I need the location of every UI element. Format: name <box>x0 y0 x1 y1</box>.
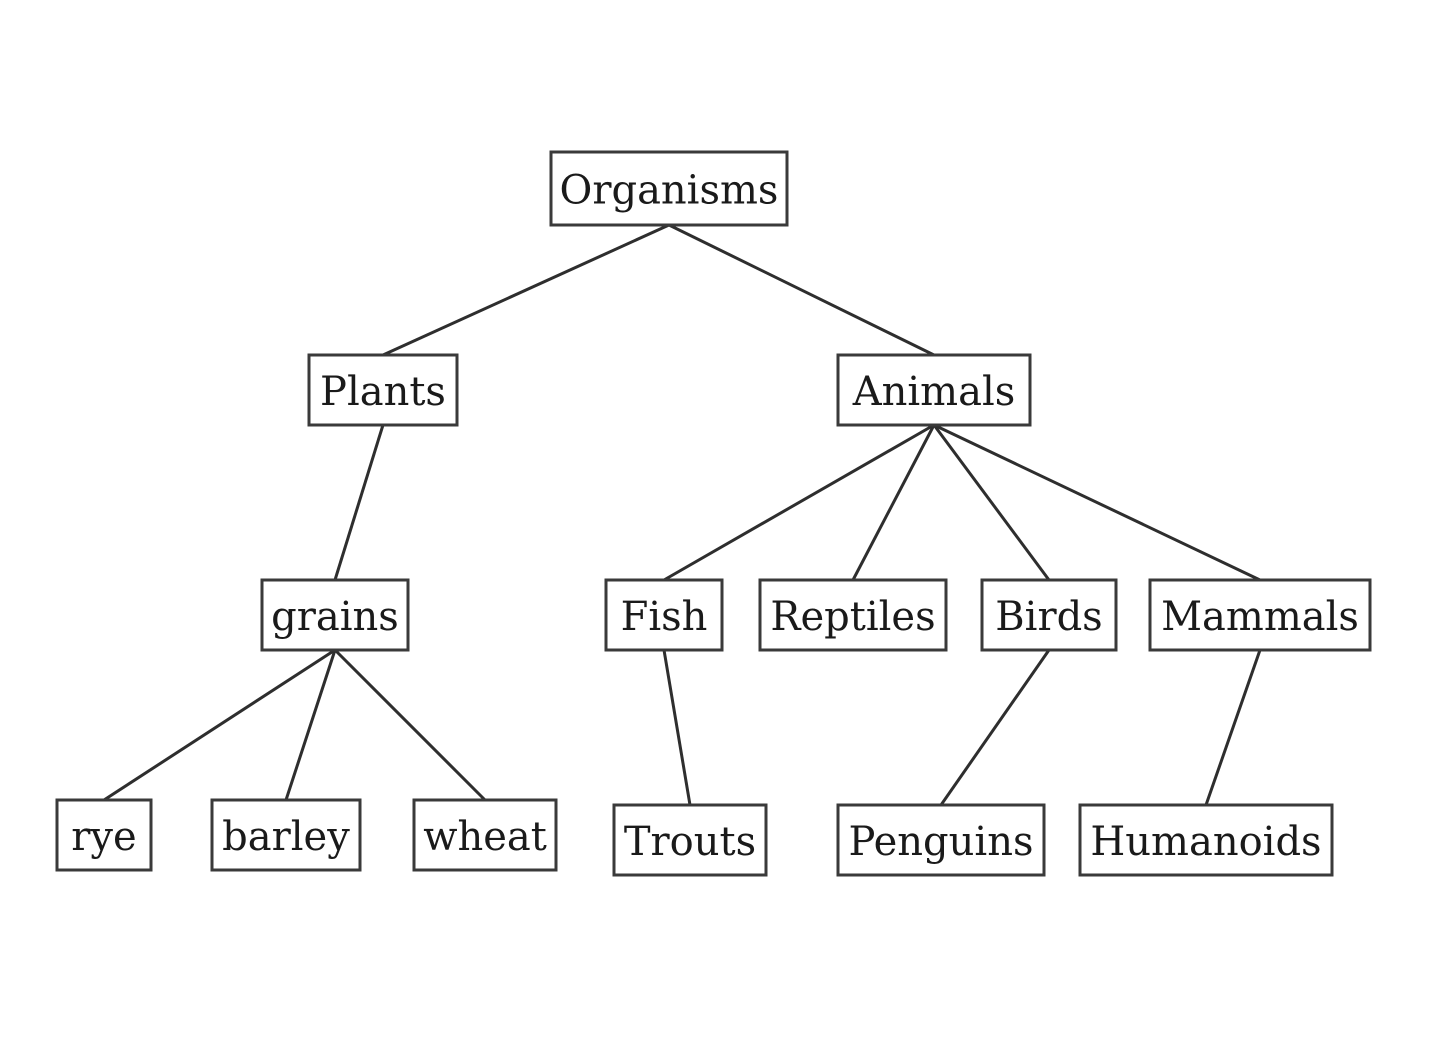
node-label-barley: barley <box>222 814 350 860</box>
edge-organisms-to-plants <box>382 223 670 357</box>
edge-animals-to-fish <box>663 423 935 582</box>
node-label-mammals: Mammals <box>1161 594 1359 640</box>
edge-animals-to-birds <box>932 424 1051 581</box>
node-mammals: Mammals <box>1148 578 1372 652</box>
node-barley: barley <box>210 798 362 872</box>
edge-animals-to-mammals <box>933 423 1261 582</box>
node-box-rye <box>55 798 153 872</box>
edge-grains-to-barley <box>284 649 337 801</box>
node-trouts: Trouts <box>612 803 768 877</box>
node-penguins: Penguins <box>836 803 1046 877</box>
node-label-organisms: Organisms <box>560 168 779 214</box>
edge-animals-to-reptiles <box>851 424 936 581</box>
node-label-rye: rye <box>71 814 136 860</box>
node-box-plants <box>307 353 459 427</box>
edge-mammals-to-humanoids <box>1204 649 1262 806</box>
node-wheat: wheat <box>412 798 558 872</box>
node-birds: Birds <box>980 578 1118 652</box>
node-label-wheat: wheat <box>423 814 547 860</box>
node-reptiles: Reptiles <box>758 578 948 652</box>
node-label-plants: Plants <box>320 369 446 415</box>
node-grains: grains <box>260 578 410 652</box>
node-box-birds <box>980 578 1118 652</box>
node-plants: Plants <box>307 353 459 427</box>
node-label-reptiles: Reptiles <box>770 594 935 640</box>
edge-birds-to-penguins <box>939 649 1051 806</box>
node-label-grains: grains <box>271 594 399 640</box>
edge-grains-to-wheat <box>333 648 487 802</box>
node-label-animals: Animals <box>852 369 1016 415</box>
node-box-animals <box>836 353 1032 427</box>
node-box-mammals <box>1148 578 1372 652</box>
node-humanoids: Humanoids <box>1078 803 1334 877</box>
node-box-wheat <box>412 798 558 872</box>
node-fish: Fish <box>604 578 724 652</box>
edge-fish-to-trouts <box>662 649 692 806</box>
node-box-humanoids <box>1078 803 1334 877</box>
edge-grains-to-rye <box>103 648 336 802</box>
edge-plants-to-grains <box>333 424 385 581</box>
node-label-penguins: Penguins <box>849 819 1034 865</box>
node-box-trouts <box>612 803 768 877</box>
node-rye: rye <box>55 798 153 872</box>
node-animals: Animals <box>836 353 1032 427</box>
node-label-trouts: Trouts <box>624 819 756 865</box>
node-organisms: Organisms <box>549 150 789 227</box>
node-box-barley <box>210 798 362 872</box>
node-label-birds: Birds <box>995 594 1102 640</box>
edge-organisms-to-animals <box>668 223 935 357</box>
edges-layer <box>103 223 1262 806</box>
node-box-reptiles <box>758 578 948 652</box>
node-box-fish <box>604 578 724 652</box>
node-box-organisms <box>549 150 789 227</box>
node-box-penguins <box>836 803 1046 877</box>
node-label-humanoids: Humanoids <box>1090 819 1321 865</box>
node-label-fish: Fish <box>621 594 708 640</box>
node-box-grains <box>260 578 410 652</box>
